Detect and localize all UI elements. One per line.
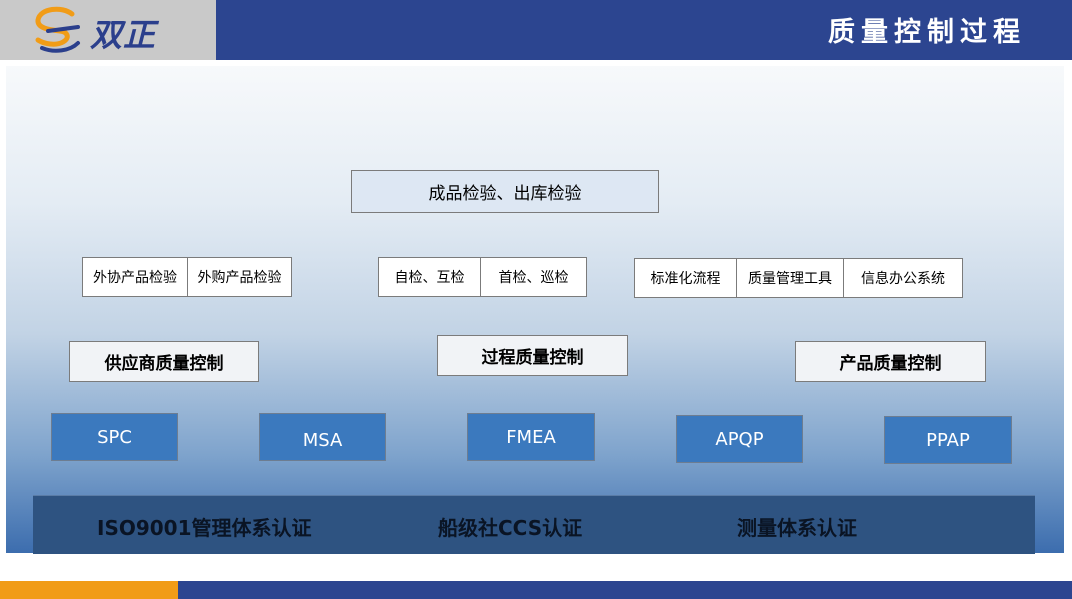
tool-fmea: FMEA [467,413,595,461]
tool-msa: MSA [259,413,386,461]
footer-accent-blue [178,581,1072,599]
logo-text: 双正 [90,16,157,54]
first-inspection-box: 首检、巡检 [480,257,587,297]
footer-accent-orange [0,581,178,599]
tool-ppap: PPAP [884,416,1012,464]
certification-bar: ISO9001管理体系认证 船级社CCS认证 测量体系认证 [33,495,1035,554]
office-system-box: 信息办公系统 [843,258,963,298]
tool-spc: SPC [51,413,178,461]
page-title: 质量控制过程 [828,17,1026,48]
cert-measurement: 测量体系认证 [737,516,857,540]
purchased-inspection-box: 外购产品检验 [187,257,292,297]
company-logo-icon [35,6,80,53]
logo-area: 双正 [0,0,216,60]
cert-iso9001: ISO9001管理体系认证 [97,516,312,540]
tool-apqp: APQP [676,415,803,463]
finished-inspection-box: 成品检验、出库检验 [351,170,659,213]
cert-ccs: 船级社CCS认证 [438,516,583,540]
diagram-panel [6,66,1064,553]
self-inspection-box: 自检、互检 [378,257,481,297]
standard-process-box: 标准化流程 [634,258,737,298]
quality-tools-box: 质量管理工具 [736,258,844,298]
product-control-box: 产品质量控制 [795,341,986,382]
process-control-box: 过程质量控制 [437,335,628,376]
header-bar: 质量控制过程 [216,0,1072,60]
supplier-control-box: 供应商质量控制 [69,341,259,382]
outsourced-inspection-box: 外协产品检验 [82,257,188,297]
